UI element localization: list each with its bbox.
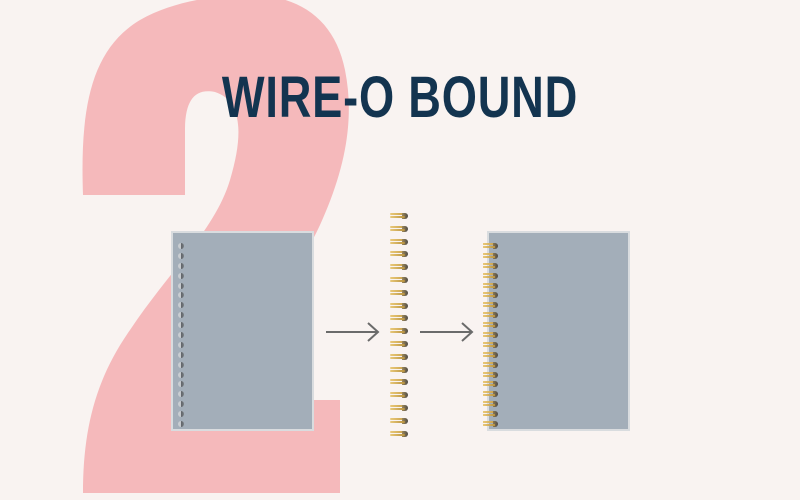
bound-notebook	[483, 231, 630, 431]
page-title: WIRE-O BOUND	[221, 65, 579, 130]
arrow-right-icon	[420, 322, 474, 342]
wire-o-spiral	[390, 213, 410, 443]
wire-o-rings	[483, 243, 499, 431]
punched-notebook	[171, 231, 314, 431]
arrow-right-icon	[326, 322, 380, 342]
punched-holes	[178, 243, 184, 431]
